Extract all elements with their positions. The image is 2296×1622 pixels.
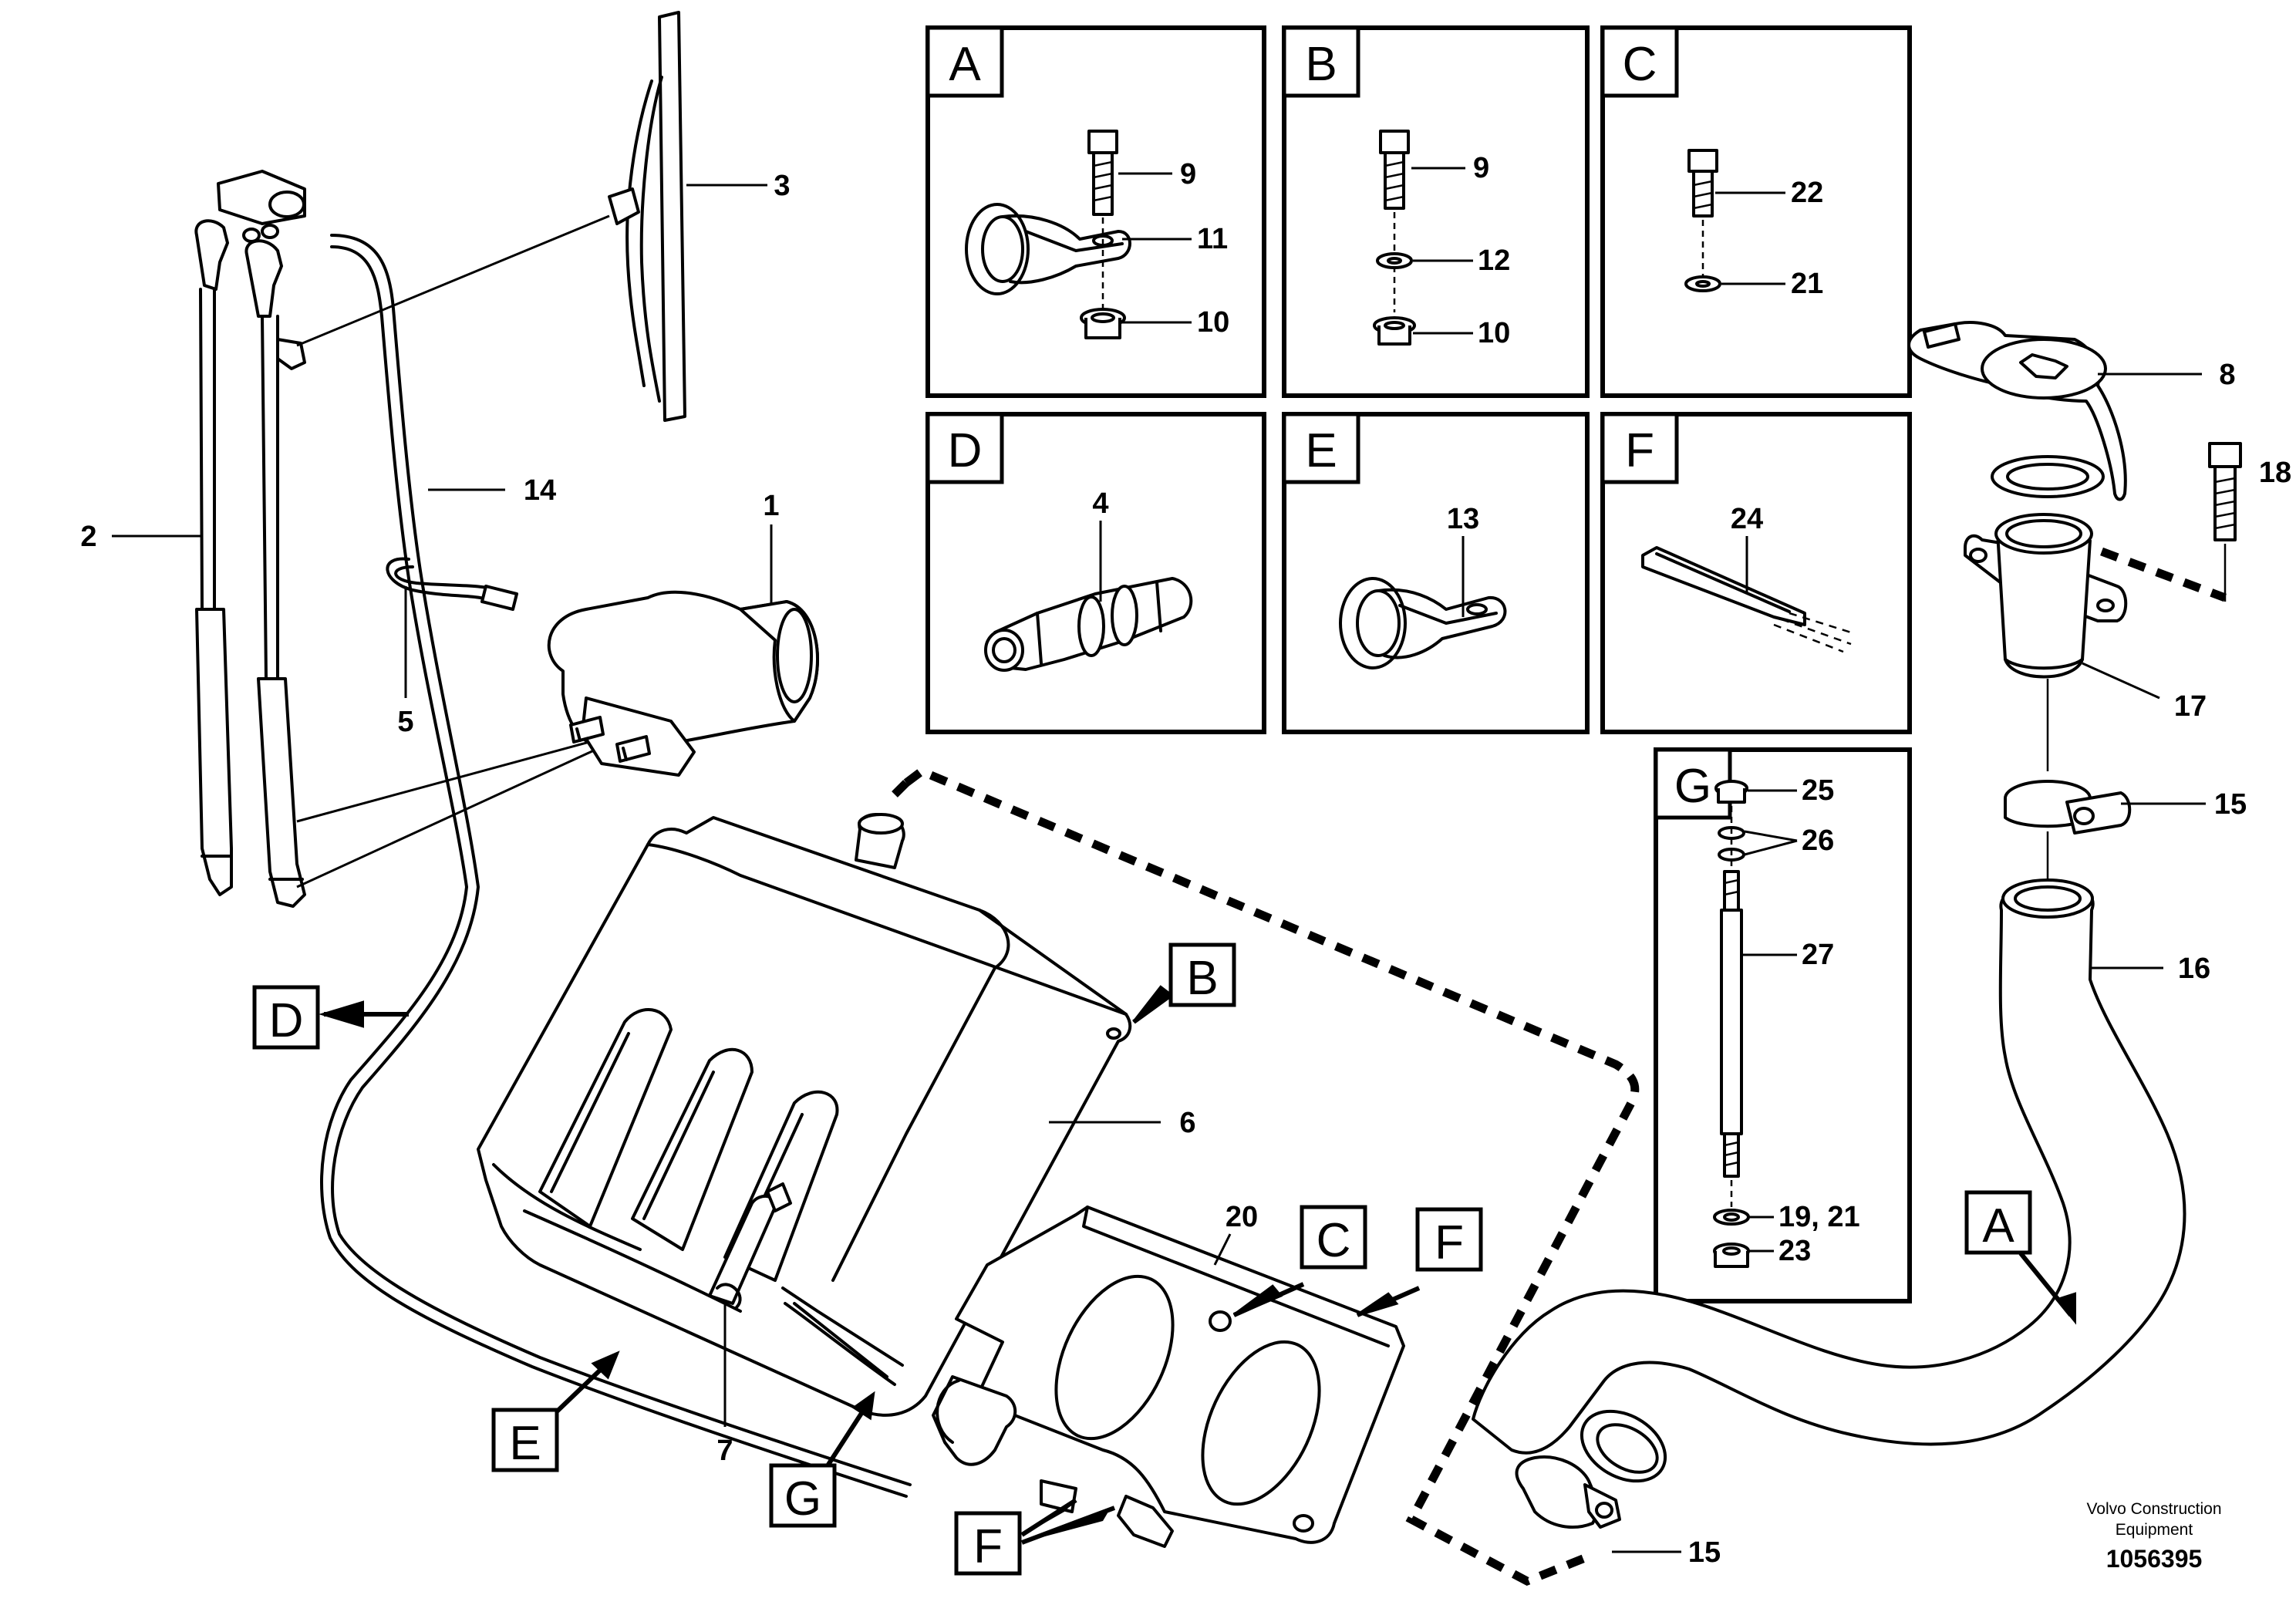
- brand-line-1: Volvo Construction: [2086, 1500, 2221, 1518]
- detail-box-g-letter: G: [1674, 760, 1711, 813]
- detail-box-d: D 4: [925, 412, 1266, 734]
- nut-10-drawing: [1080, 308, 1126, 339]
- callout-f-bottom-letter: F: [973, 1520, 1003, 1573]
- clamp-5-drawing: [386, 557, 518, 611]
- detail-g-label-26: 26: [1802, 824, 1834, 857]
- callout-f-top: F: [1356, 1207, 1483, 1317]
- standoff-27-drawing: [1713, 780, 1750, 1268]
- clip-11-drawing: [965, 203, 1131, 295]
- bolt-9-drawing: [1087, 130, 1118, 310]
- label-2: 2: [80, 521, 96, 553]
- callout-e: E: [491, 1351, 620, 1472]
- brand-line-2: Equipment: [2116, 1521, 2193, 1539]
- detail-g-label-19-21: 19, 21: [1778, 1201, 1860, 1233]
- wiper-arm-2-drawing: [194, 170, 306, 908]
- label-8: 8: [2219, 359, 2235, 391]
- label-3: 3: [774, 170, 790, 202]
- detail-g-label-27: 27: [1802, 939, 1834, 971]
- bolt-18-drawing: [2208, 442, 2242, 602]
- filler-neck-17-drawing: [1964, 513, 2128, 679]
- detail-box-g: G 25 26 27 19, 21 23: [1654, 747, 1912, 1303]
- drawing-number: 1056395: [2106, 1545, 2203, 1573]
- detail-box-c: C 22 21: [1600, 25, 1912, 398]
- callout-b: B: [1132, 943, 1236, 1024]
- callout-d-letter: D: [269, 994, 304, 1047]
- detail-box-a: A 9 11 10: [925, 25, 1266, 398]
- connector-4-drawing: [984, 577, 1193, 672]
- detail-box-d-letter: D: [948, 424, 983, 477]
- clip-13-drawing: [1339, 577, 1507, 669]
- label-7: 7: [716, 1435, 733, 1467]
- wiper-blade-3-drawing: [608, 11, 686, 422]
- detail-c-label-22: 22: [1791, 177, 1823, 209]
- detail-box-e-letter: E: [1305, 424, 1337, 477]
- callout-d: D: [252, 985, 409, 1050]
- dashed-boundary: [903, 766, 1640, 1587]
- detail-f-label-24: 24: [1731, 503, 1763, 535]
- detail-box-b: B 9 12 10: [1282, 25, 1590, 398]
- detail-box-b-letter: B: [1305, 38, 1337, 91]
- label-18: 18: [2259, 457, 2291, 489]
- hose-clamp-15-top-drawing: [2004, 780, 2132, 835]
- label-20: 20: [1226, 1201, 1258, 1233]
- callout-f-bottom: F: [954, 1498, 1116, 1576]
- label-15-top: 15: [2214, 788, 2247, 821]
- callout-f-top-letter: F: [1435, 1216, 1464, 1270]
- label-15-bottom: 15: [1688, 1536, 1721, 1569]
- callout-c-letter: C: [1317, 1214, 1351, 1267]
- label-5: 5: [397, 706, 413, 738]
- label-14: 14: [524, 474, 556, 507]
- detail-a-label-9: 9: [1180, 158, 1196, 191]
- label-17: 17: [2174, 690, 2207, 723]
- label-1: 1: [763, 490, 779, 522]
- detail-g-label-23: 23: [1778, 1235, 1811, 1267]
- callout-b-letter: B: [1186, 952, 1218, 1005]
- detail-a-label-11: 11: [1197, 223, 1228, 255]
- gasket-drawing: [1991, 455, 2105, 498]
- reservoir-6-drawing: [477, 813, 1132, 1417]
- pump-motor-1-drawing: [547, 590, 819, 777]
- detail-a-label-10: 10: [1197, 306, 1229, 339]
- detail-box-f: F 24: [1600, 412, 1912, 734]
- cap-8-drawing: [1907, 321, 2127, 501]
- callout-c: C: [1232, 1205, 1367, 1317]
- detail-d-label-4: 4: [1092, 487, 1108, 520]
- hose-16-drawing: [1472, 878, 2186, 1483]
- detail-b-label-12: 12: [1478, 244, 1510, 277]
- hose-14-drawing: [320, 234, 912, 1498]
- detail-box-f-letter: F: [1625, 424, 1654, 477]
- detail-b-label-9: 9: [1473, 152, 1489, 184]
- callout-g-letter: G: [784, 1472, 821, 1526]
- label-16: 16: [2178, 953, 2210, 985]
- detail-box-c-letter: C: [1623, 38, 1657, 91]
- callout-g: G: [769, 1391, 875, 1528]
- label-6: 6: [1179, 1107, 1195, 1139]
- detail-g-label-25: 25: [1802, 774, 1834, 807]
- detail-box-a-letter: A: [949, 38, 981, 91]
- detail-box-e: E 13: [1282, 412, 1590, 734]
- callout-e-letter: E: [509, 1417, 541, 1470]
- hose-clamp-15-bottom-drawing: [1515, 1455, 1621, 1529]
- callout-a: A: [1964, 1190, 2076, 1325]
- detail-c-label-21: 21: [1791, 268, 1823, 300]
- detail-b-label-10: 10: [1478, 317, 1510, 349]
- strip-24-drawing: [1641, 546, 1852, 653]
- detail-e-label-13: 13: [1447, 503, 1479, 535]
- callout-a-letter: A: [1982, 1199, 2014, 1253]
